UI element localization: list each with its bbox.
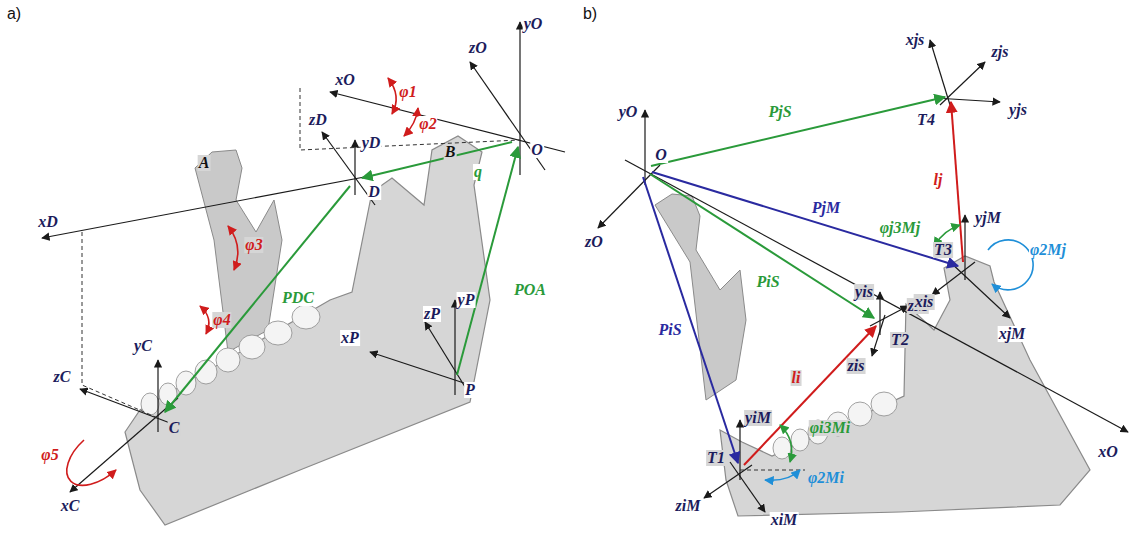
angle-label: φj3Mj bbox=[879, 220, 921, 236]
panel-label: b) bbox=[582, 5, 598, 23]
axis-label: yO bbox=[523, 16, 544, 32]
angle-label: φ2Mj bbox=[1029, 242, 1067, 258]
vector-label: PiS bbox=[657, 322, 682, 338]
frame-origin-label: T3 bbox=[933, 242, 953, 258]
axis-label: xC bbox=[60, 498, 81, 514]
vector-label: PiS bbox=[755, 274, 780, 290]
axis-label: xiM bbox=[770, 512, 799, 528]
vector-label: PjM bbox=[811, 200, 841, 216]
frame-origin-label: D bbox=[367, 184, 381, 200]
axis-label: yO bbox=[618, 104, 639, 120]
axis-label: yjs bbox=[1008, 102, 1028, 118]
axis-label: zis bbox=[847, 358, 866, 374]
angle-arcs bbox=[67, 78, 418, 485]
mandible-body bbox=[125, 136, 490, 525]
angle-arcs bbox=[765, 225, 1033, 480]
axis-label: zO bbox=[584, 234, 604, 250]
vector-label: q bbox=[473, 164, 483, 180]
vector-label: PDC bbox=[281, 290, 315, 306]
axis-label: zjs bbox=[991, 44, 1010, 60]
axis-label: zO bbox=[468, 40, 488, 56]
frame-origin-label: O bbox=[530, 142, 544, 158]
axis-label: xO bbox=[1097, 444, 1119, 460]
axis-label: zC bbox=[53, 369, 72, 385]
frame-origin-label: O bbox=[654, 147, 668, 163]
axis-label: yC bbox=[133, 338, 153, 354]
point-label: B bbox=[444, 144, 457, 160]
reference-line bbox=[740, 470, 805, 471]
teeth bbox=[141, 305, 320, 415]
axis-label: zP bbox=[423, 306, 441, 322]
position-vectors bbox=[643, 97, 963, 465]
axis-label: zD bbox=[308, 112, 328, 128]
coordinate-axes bbox=[42, 22, 565, 492]
coordinate-axes bbox=[598, 40, 1128, 512]
axis-label: xD bbox=[37, 214, 59, 230]
axis-label: yP bbox=[457, 292, 476, 308]
angle-label: φ1 bbox=[398, 84, 417, 100]
angle-label: φ2 bbox=[418, 116, 437, 132]
vector-label: PjS bbox=[767, 104, 792, 120]
frame-origin-label: T2 bbox=[890, 332, 910, 348]
position-vectors bbox=[165, 142, 518, 412]
axis-label: xP bbox=[340, 330, 360, 346]
angle-label: φ3 bbox=[244, 237, 263, 253]
frame-origin-label: T4 bbox=[916, 112, 936, 128]
point-label: A bbox=[198, 155, 211, 171]
vector-label: li bbox=[791, 370, 802, 386]
axis-label: yiM bbox=[744, 410, 772, 426]
axis-label: yD bbox=[361, 135, 382, 151]
axis-label: yis bbox=[854, 284, 874, 300]
axis-label: xjs bbox=[905, 32, 926, 48]
panel-label: a) bbox=[6, 5, 22, 23]
frame-origin-label: T1 bbox=[706, 450, 726, 466]
projection-lines bbox=[82, 88, 520, 418]
angle-label: φ2Mi bbox=[807, 470, 845, 486]
far-ramus bbox=[655, 194, 746, 400]
frame-origin-label: C bbox=[168, 420, 181, 436]
vector-label: POA bbox=[513, 282, 547, 298]
angle-label: φ5 bbox=[40, 447, 59, 463]
vector-label: lj bbox=[933, 172, 944, 188]
frame-origin-label: P bbox=[464, 382, 476, 398]
axis-label: xis bbox=[914, 294, 935, 310]
axis-label: xjM bbox=[998, 326, 1027, 342]
angle-label: φi3Mi bbox=[809, 420, 851, 436]
angle-label: φ4 bbox=[212, 312, 231, 328]
mandible-body bbox=[720, 256, 1090, 516]
axis-label: yjM bbox=[974, 210, 1002, 226]
axis-label: ziM bbox=[675, 498, 702, 514]
axis-label: xO bbox=[334, 72, 356, 88]
